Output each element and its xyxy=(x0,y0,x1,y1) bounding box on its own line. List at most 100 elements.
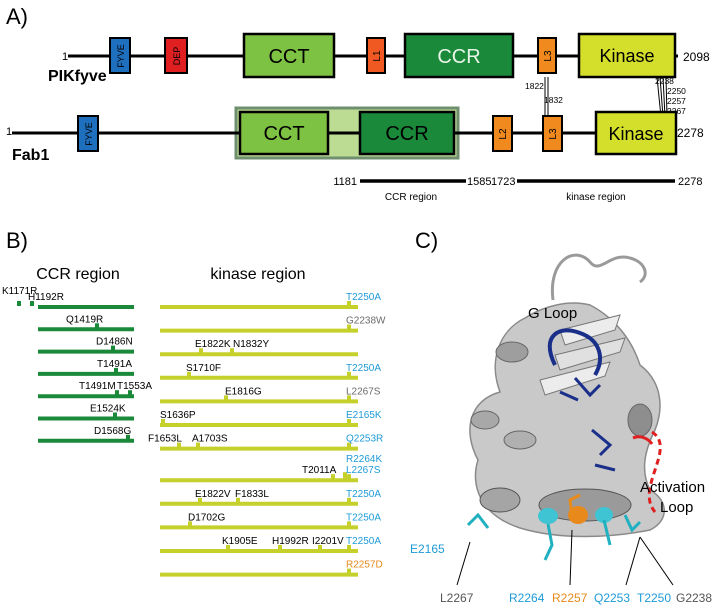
kinase-right-mutation-label: R2257D xyxy=(346,560,383,571)
connector-line xyxy=(659,76,664,118)
residue-r2257 xyxy=(568,493,581,516)
residue-e2165 xyxy=(466,512,490,529)
ccr-region-end: 1585 xyxy=(467,176,491,188)
mutation-label: E1822K xyxy=(195,339,231,350)
beta-sheet xyxy=(554,337,626,371)
mutation-tick xyxy=(343,472,347,480)
mutation-label: E1816G xyxy=(225,386,262,397)
mutation-label: A1703S xyxy=(192,434,228,445)
label-e2165: E2165 xyxy=(410,542,445,556)
mutation-tick xyxy=(115,390,119,396)
label-r2264: R2264 xyxy=(509,591,545,605)
label-t2250: T2250 xyxy=(637,591,671,605)
mutation-tick xyxy=(199,348,203,354)
mutation-tick xyxy=(347,497,351,503)
mutation-tick xyxy=(347,474,351,480)
g-loop-sidechains xyxy=(559,377,602,402)
mutation-tick xyxy=(331,474,335,480)
connector-line xyxy=(656,76,662,118)
kinase-right-mutation-label: L2267S xyxy=(346,465,381,476)
label-r2257: R2257 xyxy=(552,591,588,605)
mutation-tick xyxy=(196,442,200,448)
mutation-label: D1568G xyxy=(94,426,131,437)
kinase-right-mutation-label: G2238W xyxy=(346,316,386,327)
pikfyve-kinase-domain xyxy=(577,32,677,79)
panel-a-label: A) xyxy=(6,4,28,29)
fab1-start: 1 xyxy=(6,126,12,138)
mutation-label: H1992R xyxy=(272,536,309,547)
residue-r2264-helix xyxy=(538,508,558,524)
fab1-l2-label: L2 xyxy=(498,128,509,140)
pointer-t2250 xyxy=(625,536,641,586)
pikfyve-cct-domain xyxy=(242,32,336,79)
mutation-label: I2201V xyxy=(312,536,344,547)
mutation-label: D1486N xyxy=(96,337,133,348)
residue-r2257-helix xyxy=(568,506,588,524)
kinase-mutation-row: R2257D xyxy=(160,560,383,577)
mutation-tick xyxy=(230,348,234,354)
pikfyve-cct-label: CCT xyxy=(268,46,309,68)
mutation-tick xyxy=(347,545,351,550)
mutation-tick xyxy=(198,497,202,503)
mutation-label: T1491A xyxy=(97,359,132,370)
kinase-right-mutation-label: L2267S xyxy=(346,386,381,397)
kinase-mutation-row: T2250A xyxy=(160,292,381,309)
kinase-mutation-row: G2238W xyxy=(160,316,386,333)
pikfyve-l1-domain xyxy=(366,37,386,74)
ccr-region-name: CCR region xyxy=(385,192,437,203)
pikfyve-kinase-label: Kinase xyxy=(599,46,654,66)
pointer-r2257 xyxy=(569,529,573,586)
mutation-tick xyxy=(347,324,351,330)
mutation-label: T1553A xyxy=(117,381,152,392)
mutation-tick xyxy=(347,419,351,424)
connector-number-1832: 1832 xyxy=(544,95,563,105)
label-q2253: Q2253 xyxy=(594,591,630,605)
ccr-region-title: CCR region xyxy=(36,266,120,283)
mutation-tick xyxy=(236,497,240,503)
activation-loop xyxy=(647,430,662,513)
catalytic-residues xyxy=(591,428,616,472)
fab1-end: 2278 xyxy=(677,126,704,140)
region-bars: 1181 1585 CCR region 1723 2278 kinase re… xyxy=(333,176,702,203)
alpha-helix xyxy=(627,403,653,437)
pikfyve-ccr-domain xyxy=(403,32,515,79)
mutation-tick xyxy=(278,545,282,550)
ccr-mutation-row: Q1419R xyxy=(38,314,134,332)
label-l2267: L2267 xyxy=(440,591,474,605)
g-loop xyxy=(547,328,602,377)
kinase-region-name: kinase region xyxy=(566,192,625,203)
mutation-tick xyxy=(347,521,351,527)
mutation-tick xyxy=(177,442,181,448)
pikfyve-l1-label: L1 xyxy=(372,50,383,62)
kinase-region-end: 2278 xyxy=(678,176,702,188)
mutation-label: N1832Y xyxy=(233,339,269,350)
mutation-label: T2011A xyxy=(302,465,337,476)
mutation-label: D1702G xyxy=(188,512,225,523)
kinase-region-start: 1723 xyxy=(491,176,515,188)
mutation-tick xyxy=(161,419,165,424)
mutation-tick xyxy=(347,568,351,574)
kinase-right-mutation-label: T2250A xyxy=(346,292,381,303)
fab1-fyve-label: FYVE xyxy=(84,122,94,146)
mutation-tick xyxy=(126,434,130,440)
ccr-mutation-row: E1524K xyxy=(38,404,134,421)
mutation-label: K1905E xyxy=(222,536,258,547)
connector-number-1822: 1822 xyxy=(525,81,544,91)
kinase-structure: G Loop Activation Loop xyxy=(466,253,705,561)
residue-q2253 xyxy=(602,519,612,546)
mutation-tick xyxy=(17,301,21,306)
structure-coil xyxy=(550,253,647,301)
mutation-tick xyxy=(113,412,117,418)
mutation-tick xyxy=(318,545,322,550)
pikfyve-ccr-label: CCR xyxy=(437,46,480,68)
mutation-tick xyxy=(347,395,351,401)
mutation-label: F1653L xyxy=(148,434,182,445)
kinase-region-title: kinase region xyxy=(210,266,305,283)
kinase-mutation-row: E1816G L2267S xyxy=(160,386,381,404)
